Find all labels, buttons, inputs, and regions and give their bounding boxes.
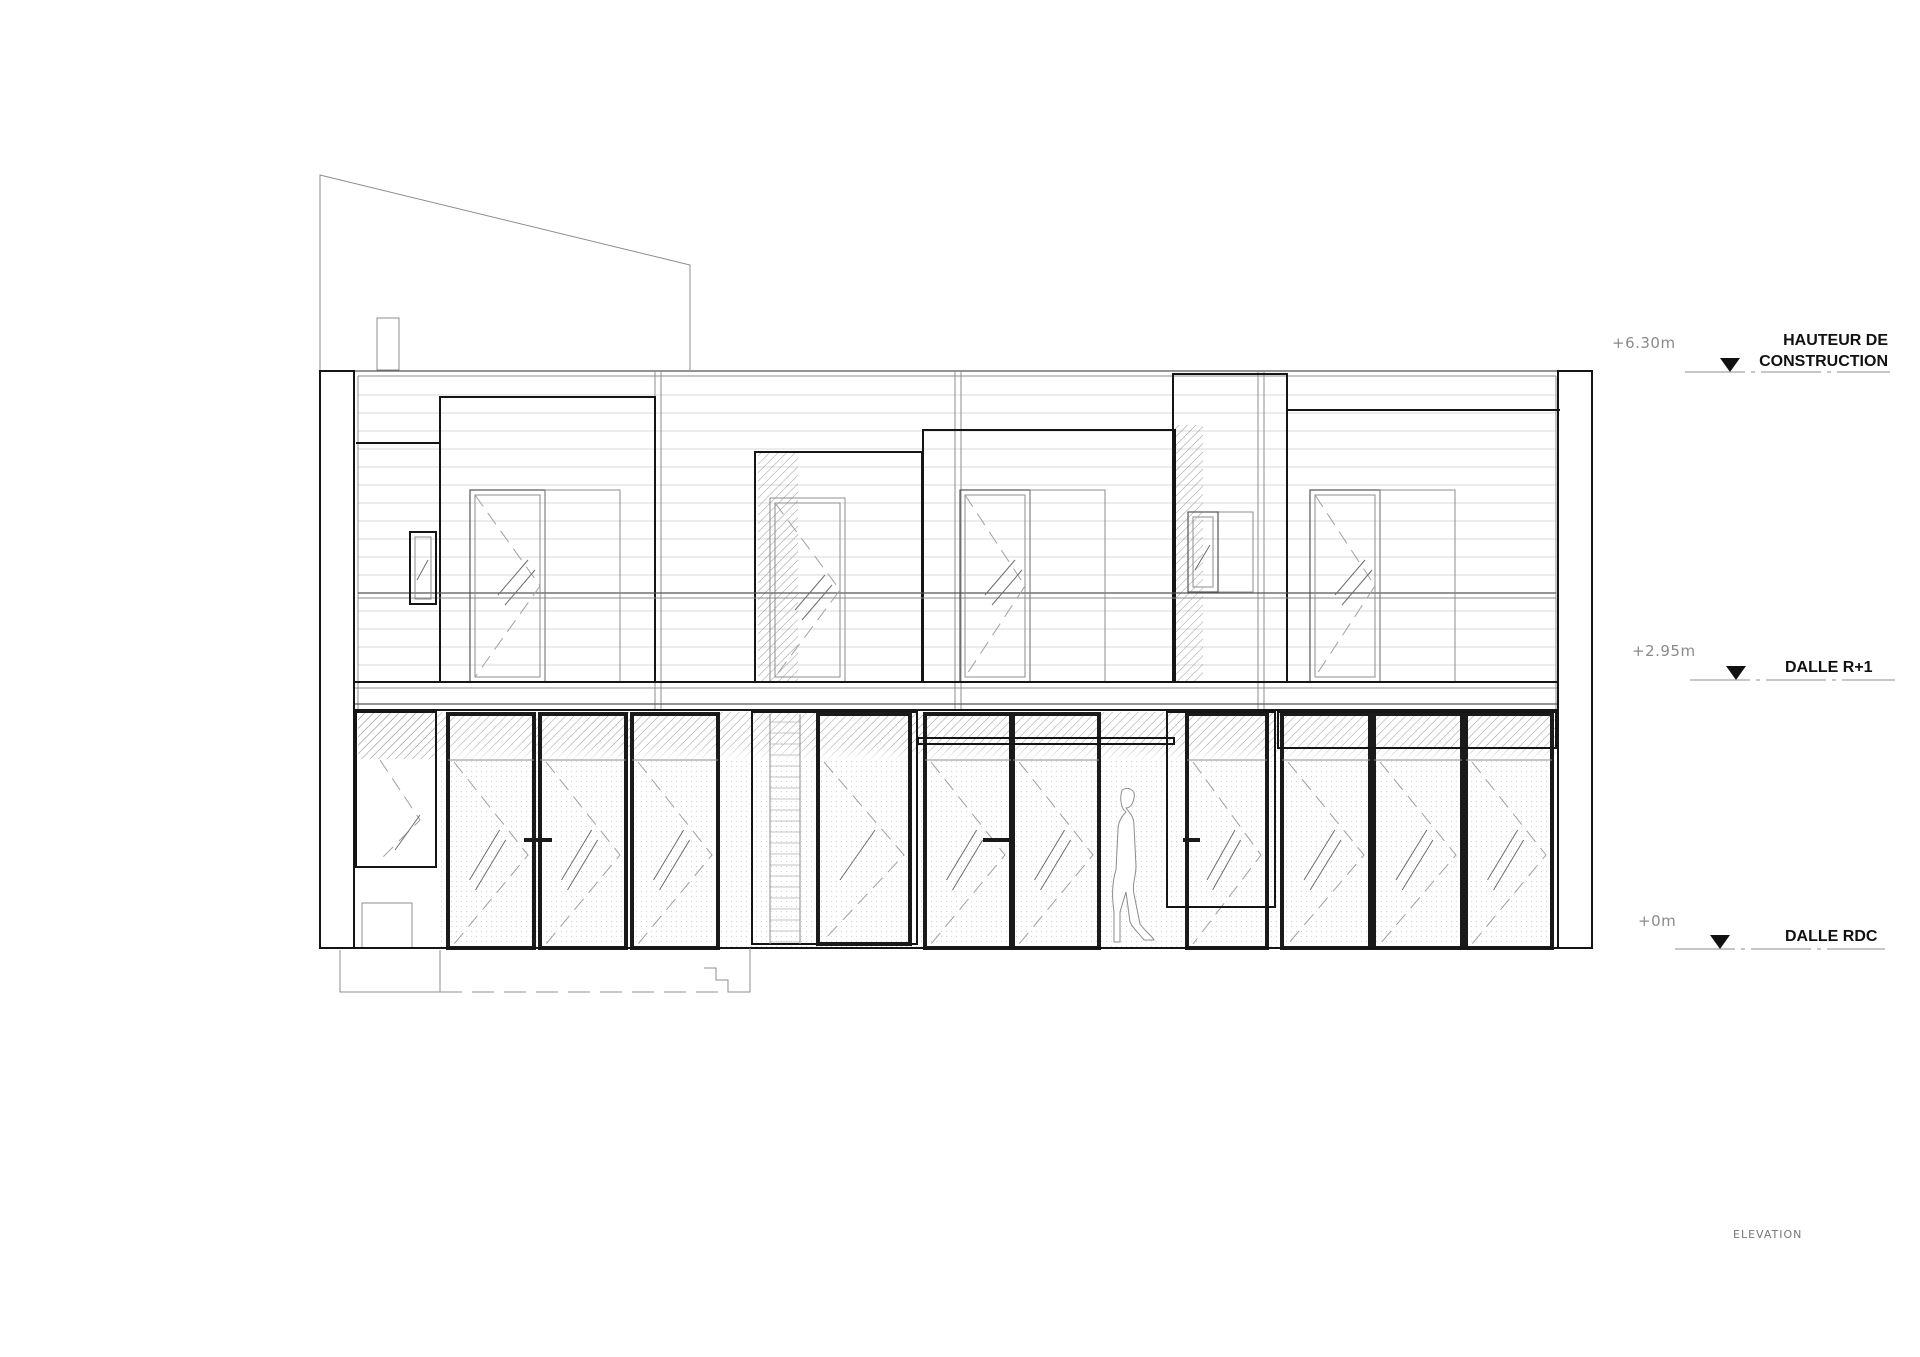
level-triangle-icon <box>1720 358 1740 372</box>
level-name-ground: DALLE RDC <box>1785 928 1878 945</box>
foundation-outline <box>339 948 751 993</box>
human-scale-figure <box>1112 787 1155 943</box>
level-marker-ground: +0m DALLE RDC <box>1638 912 1885 950</box>
neighbour-building-outline <box>319 174 691 371</box>
ground-floor <box>320 711 1592 950</box>
upper-floor <box>320 370 1592 710</box>
level-name-roof-line2: CONSTRUCTION <box>1759 353 1888 370</box>
level-name-roof-line1: HAUTEUR DE <box>1783 332 1888 349</box>
level-triangle-icon <box>1726 666 1746 680</box>
level-value-ground: +0m <box>1638 912 1676 930</box>
level-value-first: +2.95m <box>1632 642 1696 660</box>
level-triangle-icon <box>1710 935 1730 949</box>
level-name-first: DALLE R+1 <box>1785 659 1873 676</box>
level-value-roof: +6.30m <box>1612 334 1676 352</box>
upper-window-small-1 <box>409 531 437 605</box>
end-wall-left <box>319 370 355 949</box>
upper-window-small-2 <box>1187 511 1254 593</box>
end-wall-right <box>1557 370 1593 949</box>
drawing-caption: ELEVATION <box>1733 1228 1802 1241</box>
level-marker-first: +2.95m DALLE R+1 <box>1632 642 1895 681</box>
stair-recess <box>751 711 918 946</box>
level-marker-roof: +6.30m HAUTEUR DE CONSTRUCTION <box>1612 332 1890 373</box>
first-floor-slab <box>354 681 1558 711</box>
